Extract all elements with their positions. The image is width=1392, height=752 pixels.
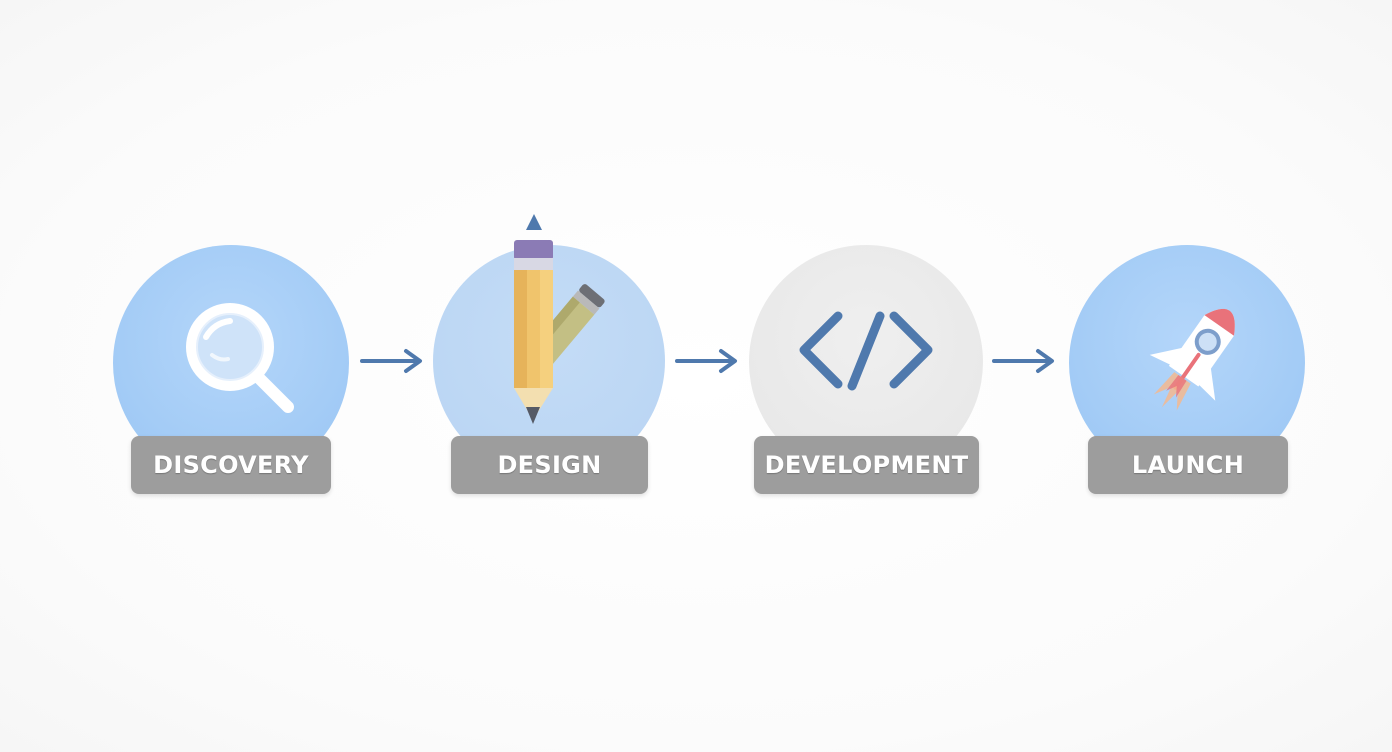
arrow-icon (360, 349, 422, 373)
pencils-icon (514, 214, 605, 424)
development-label-box: DEVELOPMENT (754, 436, 979, 494)
rocket-icon (1149, 308, 1235, 411)
magnifying-glass-icon (186, 303, 294, 413)
discovery-label: DISCOVERY (153, 451, 309, 479)
arrow-icon (992, 349, 1054, 373)
launch-label: LAUNCH (1131, 451, 1245, 479)
arrow-icon (675, 349, 737, 373)
discovery-label-box: DISCOVERY (131, 436, 331, 494)
design-label: DESIGN (497, 451, 602, 479)
code-brackets-icon (799, 311, 933, 391)
launch-label-box: LAUNCH (1088, 436, 1288, 494)
development-label: DEVELOPMENT (764, 451, 969, 479)
design-label-box: DESIGN (451, 436, 648, 494)
